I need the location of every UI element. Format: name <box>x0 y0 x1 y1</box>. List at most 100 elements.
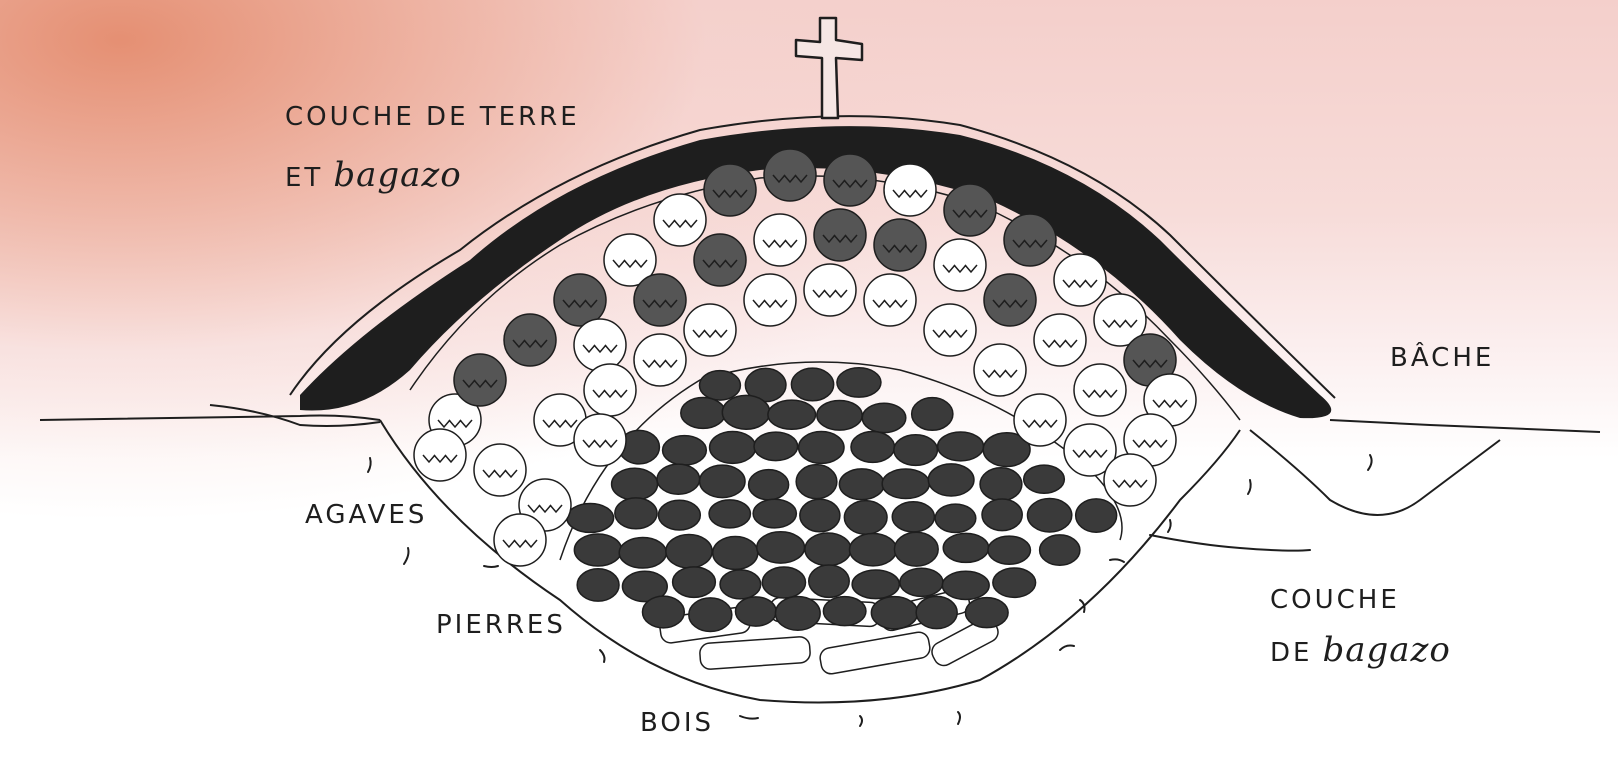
stone <box>713 536 758 569</box>
stone <box>892 502 934 532</box>
stone <box>768 400 816 429</box>
stone <box>823 597 866 626</box>
stone <box>1040 535 1080 565</box>
agave-pina <box>474 444 526 496</box>
agave-pina <box>814 209 866 261</box>
agave-pina <box>454 354 506 406</box>
stone <box>757 532 805 563</box>
agave-pina <box>804 264 856 316</box>
agave-pina <box>1054 254 1106 306</box>
tarp-right <box>1250 430 1500 515</box>
agave-pina <box>764 149 816 201</box>
label-couche-bagazo-prefix: DE <box>1270 638 1312 668</box>
stone <box>935 504 976 532</box>
stone <box>799 432 844 464</box>
stone <box>753 499 796 528</box>
stone <box>938 432 984 461</box>
agave-pina <box>704 164 756 216</box>
label-couche-bagazo-line1: COUCHE <box>1270 585 1400 615</box>
stone <box>862 403 906 432</box>
stone <box>720 570 761 599</box>
stone <box>791 368 833 401</box>
stone <box>577 569 619 601</box>
stone <box>943 533 988 562</box>
stone <box>775 596 820 630</box>
agave-pina <box>874 219 926 271</box>
stone <box>681 397 725 428</box>
stone <box>754 432 798 461</box>
label-couche-bagazo-line2: DE bagazo <box>1270 630 1451 670</box>
agave-pina <box>934 239 986 291</box>
stone <box>844 501 887 535</box>
stone <box>700 465 745 497</box>
stone <box>663 436 707 465</box>
stone <box>699 371 740 400</box>
stone <box>839 469 884 500</box>
label-couche-terre-prefix: ET <box>285 163 323 193</box>
agave-pina <box>984 274 1036 326</box>
stone <box>965 598 1008 628</box>
stone <box>800 499 840 532</box>
stone <box>900 568 943 596</box>
agave-pina <box>414 429 466 481</box>
stone <box>988 536 1031 564</box>
agave-pina <box>1004 214 1056 266</box>
stone <box>805 533 851 566</box>
stone <box>942 571 989 599</box>
agave-pina <box>884 164 936 216</box>
stone <box>882 469 929 499</box>
stone <box>1076 499 1117 532</box>
stone <box>837 368 881 397</box>
stone <box>809 565 849 597</box>
agave-pina <box>494 514 546 566</box>
agave-pina <box>924 304 976 356</box>
agave-pina <box>744 274 796 326</box>
agave-pina <box>974 344 1026 396</box>
agave-pina <box>754 214 806 266</box>
agave-pina <box>824 154 876 206</box>
stone <box>642 596 684 628</box>
stone <box>1027 499 1071 532</box>
stone <box>912 398 953 431</box>
label-couche-terre-line1: COUCHE DE TERRE <box>285 102 580 132</box>
stone <box>871 597 917 629</box>
stone <box>709 500 750 528</box>
stone <box>615 498 657 529</box>
agave-pina <box>634 274 686 326</box>
stone <box>722 395 770 429</box>
stone <box>851 431 895 462</box>
stone <box>658 500 700 530</box>
stone <box>657 464 700 494</box>
label-couche-bagazo-script: bagazo <box>1322 630 1450 670</box>
stone <box>982 499 1022 531</box>
agave-pina <box>634 334 686 386</box>
stone <box>1024 465 1065 493</box>
stone <box>980 468 1022 501</box>
stone <box>894 532 938 566</box>
stone <box>574 534 621 566</box>
stone <box>612 468 658 500</box>
agave-pina <box>1034 314 1086 366</box>
stone <box>852 570 899 599</box>
stone <box>619 538 666 568</box>
label-couche-terre-script: bagazo <box>333 155 461 195</box>
agave-pina <box>584 364 636 416</box>
agave-pina <box>944 184 996 236</box>
label-pierres: PIERRES <box>436 610 566 640</box>
stone <box>817 400 862 430</box>
stone <box>916 596 957 628</box>
stone <box>749 470 789 500</box>
label-agaves: AGAVES <box>305 500 427 530</box>
agave-pina <box>684 304 736 356</box>
agave-pina <box>574 319 626 371</box>
label-bois: BOIS <box>640 708 714 738</box>
agave-pina <box>554 274 606 326</box>
label-bache: BÂCHE <box>1390 343 1494 373</box>
cross-icon <box>796 18 862 118</box>
agave-pina <box>1074 364 1126 416</box>
stone <box>928 464 974 496</box>
agave-pina <box>1014 394 1066 446</box>
stone <box>762 567 805 598</box>
agave-pina <box>504 314 556 366</box>
stone <box>894 435 938 466</box>
